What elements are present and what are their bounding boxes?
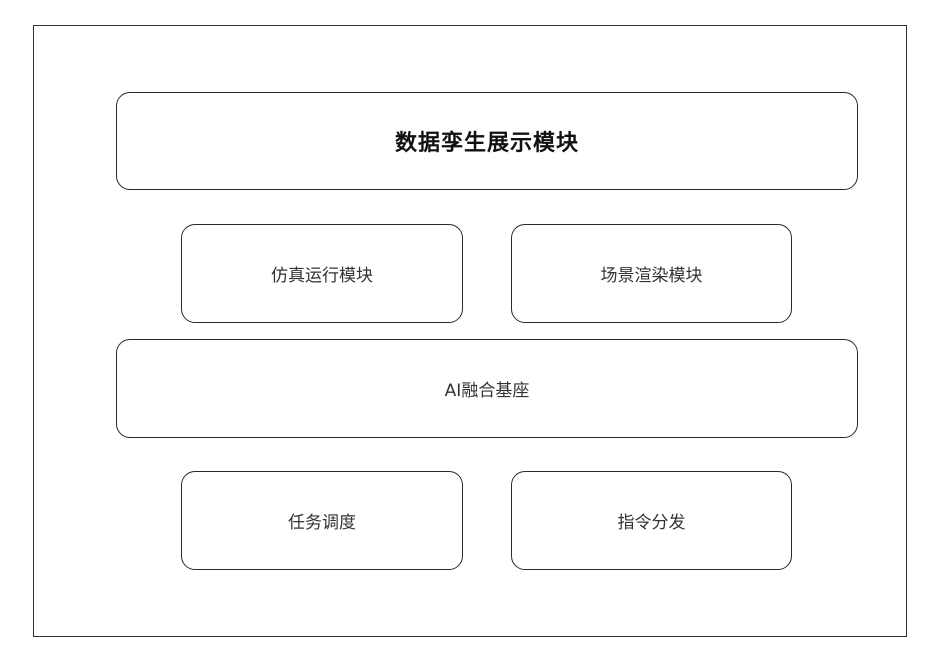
twin-display-module-box: 数据孪生展示模块 xyxy=(116,92,858,190)
task-scheduling-label: 任务调度 xyxy=(288,508,356,533)
simulation-run-module-label: 仿真运行模块 xyxy=(271,261,373,286)
command-dispatch-box: 指令分发 xyxy=(511,471,792,570)
scene-render-module-box: 场景渲染模块 xyxy=(511,224,792,323)
twin-display-module-label: 数据孪生展示模块 xyxy=(395,125,579,157)
ai-fusion-base-label: AI融合基座 xyxy=(445,376,530,401)
simulation-run-module-box: 仿真运行模块 xyxy=(181,224,463,323)
command-dispatch-label: 指令分发 xyxy=(618,508,686,533)
ai-fusion-base-box: AI融合基座 xyxy=(116,339,858,438)
task-scheduling-box: 任务调度 xyxy=(181,471,463,570)
scene-render-module-label: 场景渲染模块 xyxy=(601,261,703,286)
